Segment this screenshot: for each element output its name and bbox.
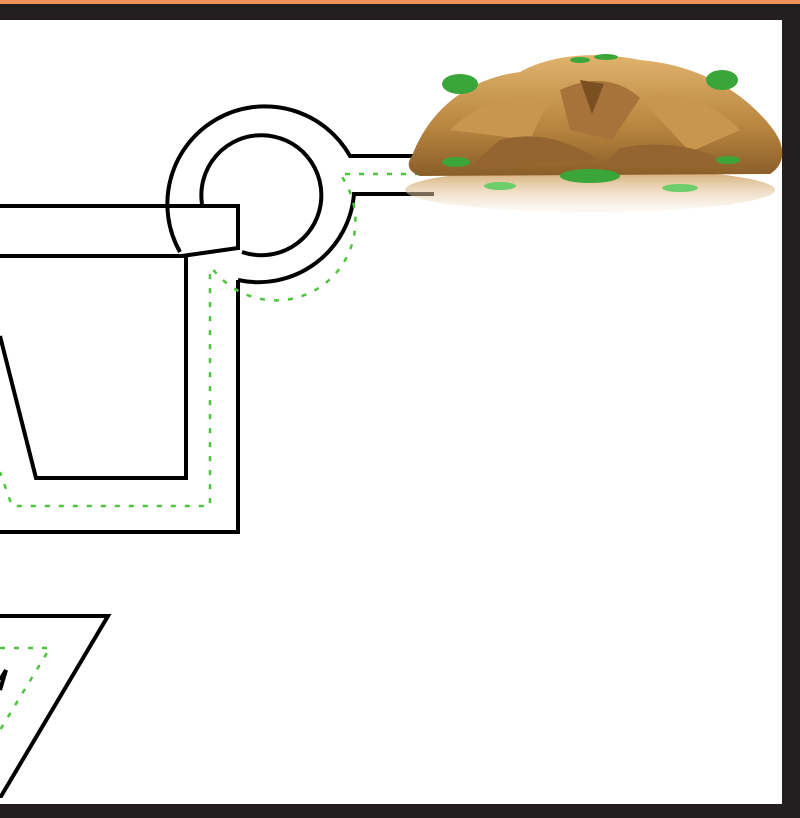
wall-top-bar: [0, 206, 238, 250]
solution-path-lower: [0, 648, 50, 730]
solution-path-upper: [0, 174, 420, 506]
wall-lower-triangle: [0, 616, 108, 798]
wall-inner-box: [0, 248, 238, 478]
wall-outer-u: [0, 280, 238, 532]
wall-outer-ring: [238, 194, 434, 282]
wall-lower-spike: [0, 670, 6, 690]
maze-canvas: [0, 0, 800, 798]
wall-inner-ring: [201, 135, 321, 255]
wall-outer-ring-top: [167, 106, 434, 252]
rock-mound-icon: [405, 54, 782, 212]
maze-walls: [0, 106, 434, 798]
